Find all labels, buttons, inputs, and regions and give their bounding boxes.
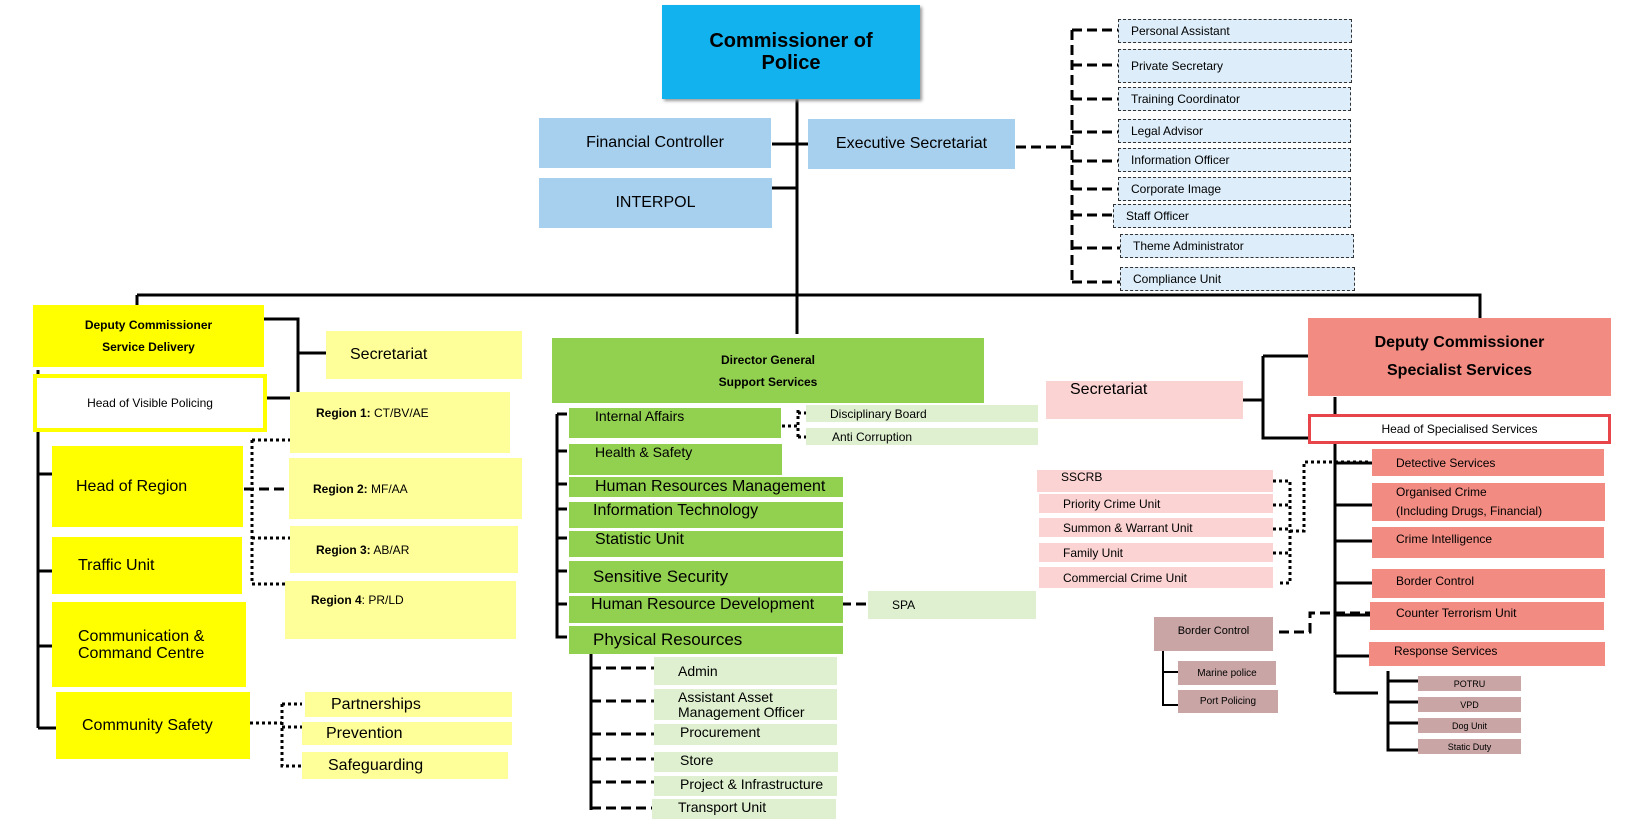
exec-unit-legal-advisor: Legal Advisor bbox=[1118, 119, 1351, 143]
sd-secretariat-box: Secretariat bbox=[326, 331, 522, 379]
exec-unit-information-officer: Information Officer bbox=[1118, 148, 1351, 172]
response-potru-box: POTRU bbox=[1418, 676, 1521, 691]
region-4-label: Region 4 bbox=[311, 593, 362, 607]
interpol-box: INTERPOL bbox=[539, 178, 772, 228]
traffic-unit-box: Traffic Unit bbox=[52, 537, 242, 594]
ss-secretariat-box: Secretariat bbox=[1046, 381, 1243, 419]
crime-intelligence-box: Crime Intelligence bbox=[1372, 527, 1604, 558]
marine-police-box: Marine police bbox=[1178, 661, 1276, 685]
physical-store-box: Store bbox=[654, 752, 838, 772]
exec-unit-compliance-unit: Compliance Unit bbox=[1120, 267, 1355, 291]
physical-admin-box: Admin bbox=[654, 657, 837, 685]
deputy-service-delivery-box: Deputy Commissioner Service Delivery bbox=[33, 305, 264, 367]
detective-family-unit-box: Family Unit bbox=[1039, 543, 1273, 562]
deputy-specialist-services-box: Deputy Commissioner Specialist Services bbox=[1308, 318, 1611, 396]
region-2-value: MF/AA bbox=[367, 481, 408, 496]
response-dog-unit-box: Dog Unit bbox=[1418, 718, 1521, 733]
region-1-value: CT/BV/AE bbox=[370, 406, 429, 420]
region-2-label: Region 2: bbox=[313, 481, 368, 496]
sensitive-security-box: Sensitive Security bbox=[569, 561, 843, 593]
physical-asset-officer-box: Assistant Asset Management Officer bbox=[654, 689, 837, 720]
region-4-box: Region 4: PR/LD bbox=[285, 581, 516, 639]
community-prevention-box: Prevention bbox=[302, 722, 512, 745]
exec-unit-private-secretary: Private Secretary bbox=[1118, 49, 1352, 83]
counter-terrorism-box: Counter Terrorism Unit bbox=[1370, 602, 1604, 630]
head-visible-policing-box: Head of Visible Policing bbox=[33, 374, 267, 432]
organised-crime-box: Organised Crime (Including Drugs, Financ… bbox=[1372, 483, 1605, 521]
detective-priority-crime-box: Priority Crime Unit bbox=[1039, 494, 1273, 513]
physical-procurement-box: Procurement bbox=[654, 724, 837, 745]
head-of-region-box: Head of Region bbox=[52, 446, 243, 527]
hr-development-box: Human Resource Development bbox=[569, 596, 843, 623]
communication-centre-box: Communication & Command Centre bbox=[52, 602, 246, 687]
spa-box: SPA bbox=[868, 591, 1036, 619]
statistic-unit-box: Statistic Unit bbox=[569, 531, 843, 557]
border-control-box: Border Control bbox=[1372, 569, 1605, 598]
region-3-box: Region 3: AB/AR bbox=[290, 526, 518, 573]
detective-sscrb-box: SSCRB bbox=[1037, 470, 1273, 492]
detective-summon-warrant-box: Summon & Warrant Unit bbox=[1039, 518, 1273, 537]
port-policing-box: Port Policing bbox=[1178, 690, 1278, 713]
sub-border-control-box: Border Control bbox=[1154, 617, 1273, 651]
financial-controller-box: Financial Controller bbox=[539, 118, 771, 168]
community-safeguarding-box: Safeguarding bbox=[302, 752, 508, 779]
disciplinary-board-box: Disciplinary Board bbox=[806, 405, 1038, 422]
region-3-label: Region 3: bbox=[316, 542, 371, 557]
internal-affairs-box: Internal Affairs bbox=[569, 408, 781, 438]
director-support-services-box: Director General Support Services bbox=[552, 338, 984, 403]
community-partnerships-box: Partnerships bbox=[305, 692, 512, 717]
information-technology-box: Information Technology bbox=[569, 502, 843, 528]
region-1-label: Region 1: bbox=[316, 406, 371, 420]
community-safety-box: Community Safety bbox=[56, 692, 250, 759]
exec-unit-personal-assistant: Personal Assistant bbox=[1118, 19, 1352, 43]
anti-corruption-box: Anti Corruption bbox=[806, 428, 1038, 445]
region-2-box: Region 2: MF/AA bbox=[289, 458, 522, 519]
exec-unit-corporate-image: Corporate Image bbox=[1118, 177, 1351, 201]
physical-resources-box: Physical Resources bbox=[569, 626, 843, 654]
exec-unit-training-coordinator: Training Coordinator bbox=[1118, 87, 1351, 111]
response-services-box: Response Services bbox=[1369, 642, 1605, 666]
response-static-duty-box: Static Duty bbox=[1418, 739, 1521, 754]
commissioner-box: Commissioner of Police bbox=[662, 5, 920, 99]
region-1-box: Region 1: CT/BV/AE bbox=[290, 392, 510, 453]
exec-unit-staff-officer: Staff Officer bbox=[1113, 204, 1351, 228]
health-safety-box: Health & Safety bbox=[569, 444, 782, 475]
hr-management-box: Human Resources Management bbox=[569, 477, 843, 497]
detective-services-box: Detective Services bbox=[1372, 449, 1604, 476]
executive-secretariat-box: Executive Secretariat bbox=[808, 119, 1015, 169]
physical-project-infrastructure-box: Project & Infrastructure bbox=[654, 776, 837, 796]
region-4-value: : PR/LD bbox=[361, 593, 404, 607]
physical-transport-unit-box: Transport Unit bbox=[652, 799, 836, 819]
detective-commercial-crime-box: Commercial Crime Unit bbox=[1039, 567, 1273, 588]
head-specialised-services-box: Head of Specialised Services bbox=[1308, 414, 1611, 444]
exec-unit-theme-administrator: Theme Administrator bbox=[1120, 234, 1354, 258]
response-vpd-box: VPD bbox=[1418, 697, 1521, 712]
region-3-value: AB/AR bbox=[370, 542, 410, 557]
